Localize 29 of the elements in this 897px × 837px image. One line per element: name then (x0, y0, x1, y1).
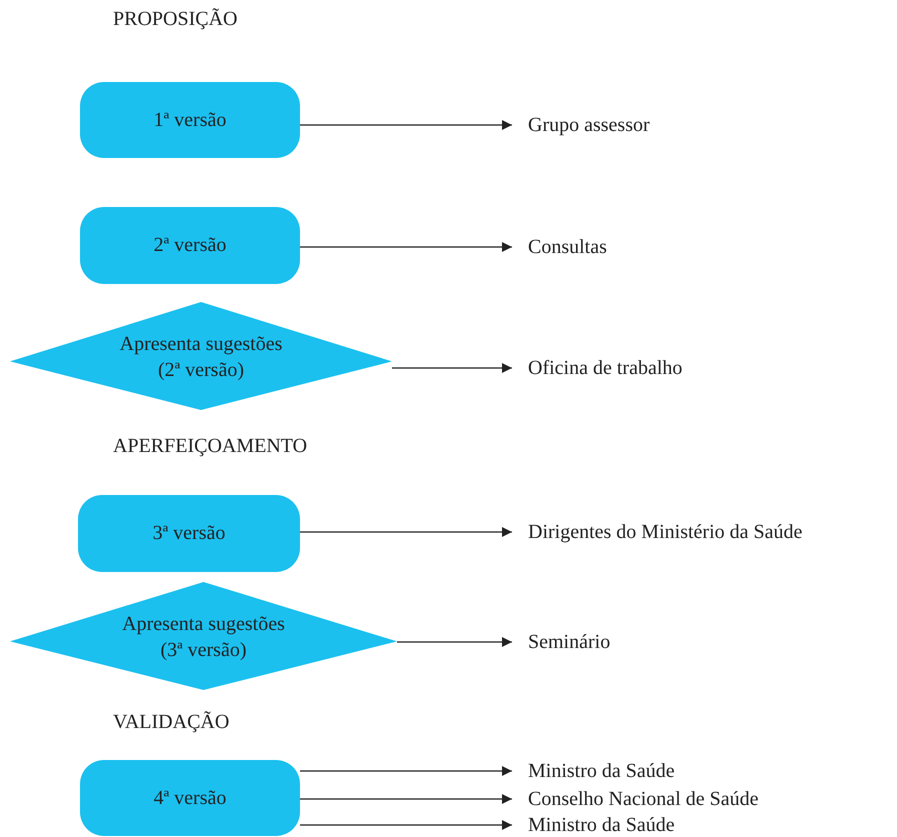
destination-text: Grupo assessor (528, 114, 650, 136)
section-heading: VALIDAÇÃO (113, 711, 230, 734)
arrow (397, 637, 512, 647)
destination-text: Dirigentes do Ministério da Saúde (528, 520, 802, 544)
arrow (300, 120, 512, 130)
node-label: Apresenta sugestões (2ª versão) (118, 332, 284, 383)
node-label: 1ª versão (154, 108, 226, 132)
arrow (300, 766, 512, 776)
destination-text: Seminário (528, 630, 610, 654)
destination-text: Conselho Nacional de Saúde (528, 788, 758, 810)
section-heading: APERFEIÇOAMENTO (113, 435, 308, 458)
node-label: 2ª versão (154, 234, 226, 257)
process-box (80, 760, 300, 836)
destination-text: Oficina de trabalho (528, 356, 682, 380)
process-box (78, 495, 300, 572)
node-label: 4ª versão (154, 786, 226, 810)
arrow (300, 794, 512, 804)
arrow (300, 527, 512, 537)
arrow (300, 242, 512, 252)
destination-text: Consultas (528, 236, 607, 258)
node-label: Apresenta sugestões (3ª versão) (121, 612, 286, 663)
arrow (300, 820, 512, 830)
destination-text: Ministro da Saúde (528, 814, 675, 836)
destination-text: Ministro da Saúde (528, 760, 675, 782)
process-box (80, 82, 300, 158)
arrow (392, 363, 512, 373)
section-heading: PROPOSIÇÃO (113, 8, 238, 31)
node-label: 3ª versão (152, 522, 226, 545)
process-box (80, 207, 300, 284)
